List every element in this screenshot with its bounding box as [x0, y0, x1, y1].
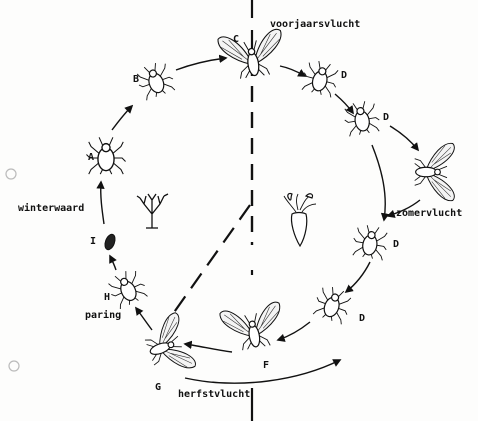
arrow-g-to-h — [136, 308, 152, 330]
stage-label-b: B — [133, 74, 139, 85]
winter-host-label: winterwaard — [18, 202, 84, 214]
mating-label: paring — [85, 309, 121, 321]
punch-hole-bottom — [9, 361, 19, 371]
spring-flight-label: voorjaarsvlucht — [270, 18, 360, 30]
stage-label-a: A — [88, 152, 94, 163]
summer-flight-label: zomervlucht — [396, 208, 462, 219]
arrow-i-to-a — [101, 182, 104, 224]
stage-label-c: C — [233, 34, 239, 45]
arrow-d4-to-f — [278, 322, 310, 340]
autumn-flight-label: herfstvlucht — [178, 389, 250, 400]
stage-label-d3: D — [393, 239, 399, 250]
arrow-a-to-b — [112, 106, 132, 130]
arrow-c-to-d1 — [280, 66, 305, 76]
arrow-d3-to-d4 — [346, 262, 370, 292]
stage-label-d1: D — [341, 70, 347, 81]
beet-icon — [284, 193, 316, 246]
arrow-h-to-i — [110, 256, 116, 270]
stage-label-f: F — [263, 360, 269, 371]
stage-label-i: I — [90, 236, 96, 247]
stage-label-d4: D — [359, 313, 365, 324]
arrow-d2-to-d3 — [372, 145, 385, 220]
stage-d1-aphid-icon — [300, 58, 341, 98]
arrow-f-to-g — [185, 344, 232, 352]
stage-label-d2: D — [383, 112, 389, 123]
arrow-b-to-c — [176, 58, 226, 70]
egg-icon — [103, 233, 117, 251]
stage-d3-aphid-icon — [351, 223, 390, 260]
arrow-d1-to-d2 — [335, 94, 353, 113]
stage-b-aphid-icon — [134, 59, 177, 101]
shrub-icon — [137, 194, 168, 228]
stage-f-winged-aphid-icon — [219, 301, 286, 353]
stage-g-winged-aphid-icon — [140, 312, 197, 379]
stage-h-aphid-icon — [105, 267, 149, 310]
punch-hole-top — [6, 169, 16, 179]
stage-d4-aphid-icon — [311, 283, 354, 325]
summer-winged-aphid-icon — [415, 143, 455, 200]
arrow-d2-to-summer — [390, 126, 418, 150]
stage-label-g: G — [155, 382, 161, 393]
stage-label-h: H — [104, 292, 110, 303]
stage-d2-aphid-icon — [342, 99, 381, 136]
diagonal-dashed-line — [165, 205, 250, 325]
